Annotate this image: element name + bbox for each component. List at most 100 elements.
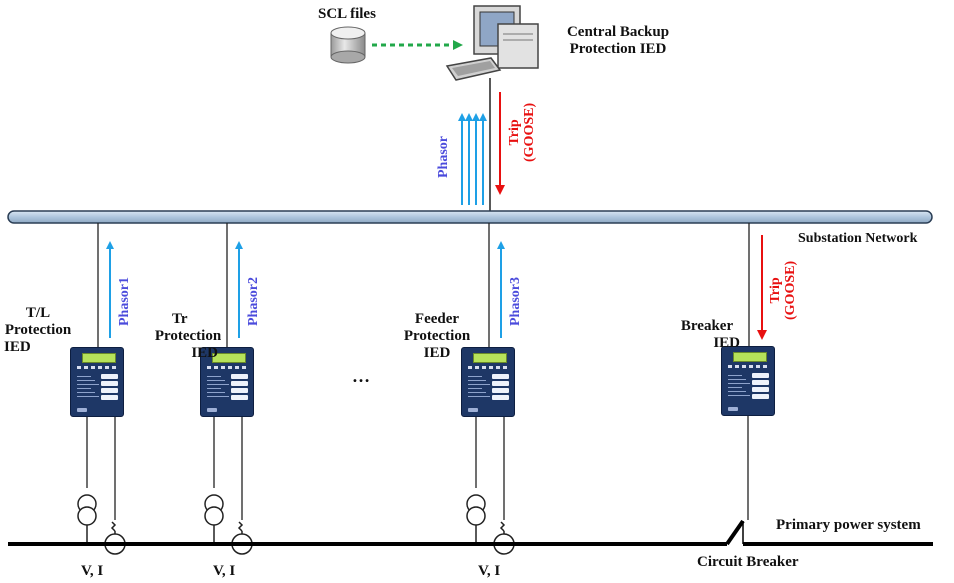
ied-port: [207, 408, 217, 412]
ellipsis-label: …: [352, 366, 370, 386]
central-backup-line2: Protection IED: [569, 41, 667, 57]
ied-indicator-line: [728, 383, 750, 384]
ied-indicator-line: [77, 388, 91, 389]
substation-network-label: Substation Network: [798, 231, 918, 246]
ied-indicator-line: [77, 396, 99, 397]
tl-ied-line3: IED: [4, 339, 31, 355]
ied-button: [482, 366, 486, 369]
circuit-breaker-switch: [725, 519, 745, 546]
ied-phasor-arrows: [106, 241, 505, 338]
feeder-ied-line1: Feeder: [414, 311, 460, 327]
ied-key: [492, 374, 509, 379]
ied-indicator-line: [77, 380, 95, 381]
ied-indicator-line: [728, 379, 746, 380]
central-backup-label: Central Backup Protection IED: [560, 24, 676, 58]
ied-button: [468, 366, 472, 369]
phasor1-label: Phasor1: [117, 277, 132, 326]
trip-right-line2: (GOOSE): [783, 260, 798, 320]
ied-key: [752, 380, 769, 385]
ied-button: [91, 366, 95, 369]
trip-top-line1: Trip: [507, 119, 522, 146]
tl-ied-line2: Protection: [4, 322, 72, 338]
tl-ied-label: T/L Protection IED: [0, 305, 78, 356]
ied-button: [742, 365, 746, 368]
ied-port: [468, 408, 478, 412]
ied-key: [231, 388, 248, 393]
ied-screen: [82, 353, 116, 363]
ied-button: [84, 366, 88, 369]
ied-indicator-line: [468, 380, 486, 381]
phasor3-label: Phasor3: [508, 277, 523, 326]
tl-ied-line1: T/L: [25, 305, 51, 321]
ied-key: [752, 394, 769, 399]
ied-key: [101, 395, 118, 400]
ied-key: [101, 381, 118, 386]
ied-key: [492, 381, 509, 386]
vi-label-1: V, I: [81, 563, 104, 579]
ied-button: [728, 365, 732, 368]
breaker-ied-line1: Breaker: [680, 318, 734, 334]
ied-key: [752, 373, 769, 378]
ied-indicator-line: [77, 376, 91, 377]
ied-key: [101, 388, 118, 393]
tr-ied-line1: Tr: [172, 311, 188, 327]
ied-button: [735, 365, 739, 368]
ied-indicator-line: [728, 395, 750, 396]
ied-button: [105, 366, 109, 369]
ied-screen: [473, 353, 507, 363]
ied-button: [235, 366, 239, 369]
current-transformers: [104, 521, 515, 555]
substation-network-bus: [7, 210, 933, 224]
ied-indicator-line: [207, 388, 221, 389]
tl-protection-ied-device: [70, 347, 124, 417]
ied-indicator-line: [468, 392, 486, 393]
ied-button: [496, 366, 500, 369]
ied-button: [749, 365, 753, 368]
ied-indicator-line: [207, 384, 229, 385]
breaker-ied-device: [721, 346, 775, 416]
ied-indicator-line: [728, 391, 746, 392]
feeder-protection-ied-device: [461, 347, 515, 417]
ied-key: [231, 395, 248, 400]
trip-right-line1: Trip: [768, 277, 783, 304]
ied-indicator-line: [207, 380, 225, 381]
ied-indicator-line: [468, 376, 482, 377]
ied-button: [228, 366, 232, 369]
ied-indicator-line: [468, 396, 490, 397]
central-backup-line1: Central Backup: [566, 24, 670, 40]
ied-port: [728, 407, 738, 411]
ied-button: [77, 366, 81, 369]
ied-indicator-line: [728, 387, 742, 388]
trip-right-label: Trip (GOOSE): [768, 261, 798, 320]
ied-button: [207, 366, 211, 369]
circuit-breaker-label: Circuit Breaker: [697, 554, 799, 570]
ied-indicator-line: [77, 384, 99, 385]
ied-indicator-line: [207, 376, 221, 377]
ied-indicator-line: [77, 392, 95, 393]
phasor2-label: Phasor2: [246, 277, 261, 326]
ied-button: [242, 366, 246, 369]
ied-button: [221, 366, 225, 369]
ied-key: [752, 387, 769, 392]
bus-drop-lines: [97, 223, 750, 348]
voltage-transformers: [77, 494, 486, 544]
database-icon: [330, 26, 366, 64]
vi-label-2: V, I: [213, 563, 236, 579]
ied-button: [475, 366, 479, 369]
ied-indicator-line: [207, 392, 225, 393]
primary-system-label: Primary power system: [776, 517, 921, 533]
ied-button: [98, 366, 102, 369]
ied-key: [101, 374, 118, 379]
phasor-uplink-label: Phasor: [436, 136, 451, 178]
ied-button: [214, 366, 218, 369]
trip-top-label: Trip (GOOSE): [507, 103, 537, 162]
ied-button: [112, 366, 116, 369]
ied-button: [489, 366, 493, 369]
breaker-ied-label: Breaker IED: [670, 318, 744, 352]
tr-ied-label: Tr Protection IED: [150, 311, 226, 362]
breaker-ied-line2: IED: [713, 335, 740, 351]
ied-port: [77, 408, 87, 412]
feeder-ied-line3: IED: [423, 345, 451, 361]
trip-top-line2: (GOOSE): [522, 102, 537, 162]
